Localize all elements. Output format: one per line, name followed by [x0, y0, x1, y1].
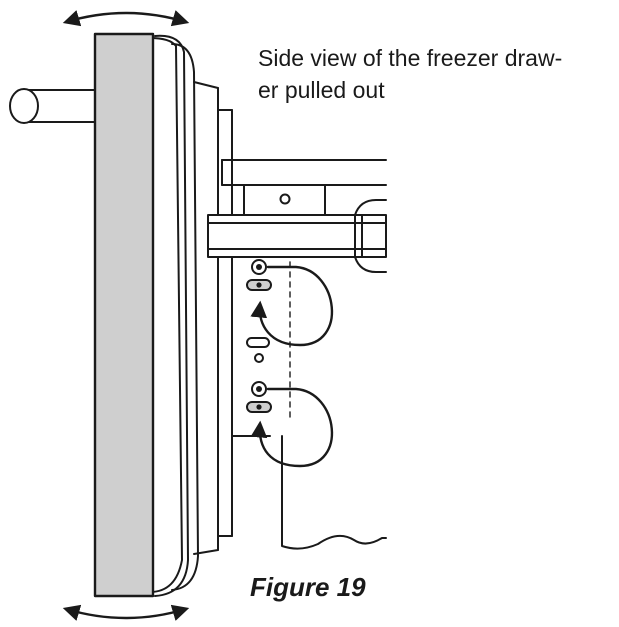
- drawer-slot: [246, 337, 270, 363]
- door-front-panel: [93, 32, 155, 598]
- caption-line-2: er pulled out: [258, 77, 385, 103]
- caption-line-1: Side view of the freezer draw-: [258, 45, 563, 71]
- rotation-arrow-upper: [250, 265, 334, 347]
- adjustment-screw-lower: [246, 381, 334, 468]
- drawer-body: [193, 81, 233, 555]
- slide-rail: [207, 199, 387, 273]
- tilt-arrow-top: [62, 10, 190, 27]
- tilt-arrow-bottom: [62, 604, 190, 621]
- door-gasket-profile: [149, 34, 199, 597]
- rotation-arrow-lower: [250, 387, 334, 468]
- door-handle: [9, 88, 97, 124]
- adjustment-screw-upper: [246, 259, 334, 347]
- figure-label: Figure 19: [250, 572, 366, 602]
